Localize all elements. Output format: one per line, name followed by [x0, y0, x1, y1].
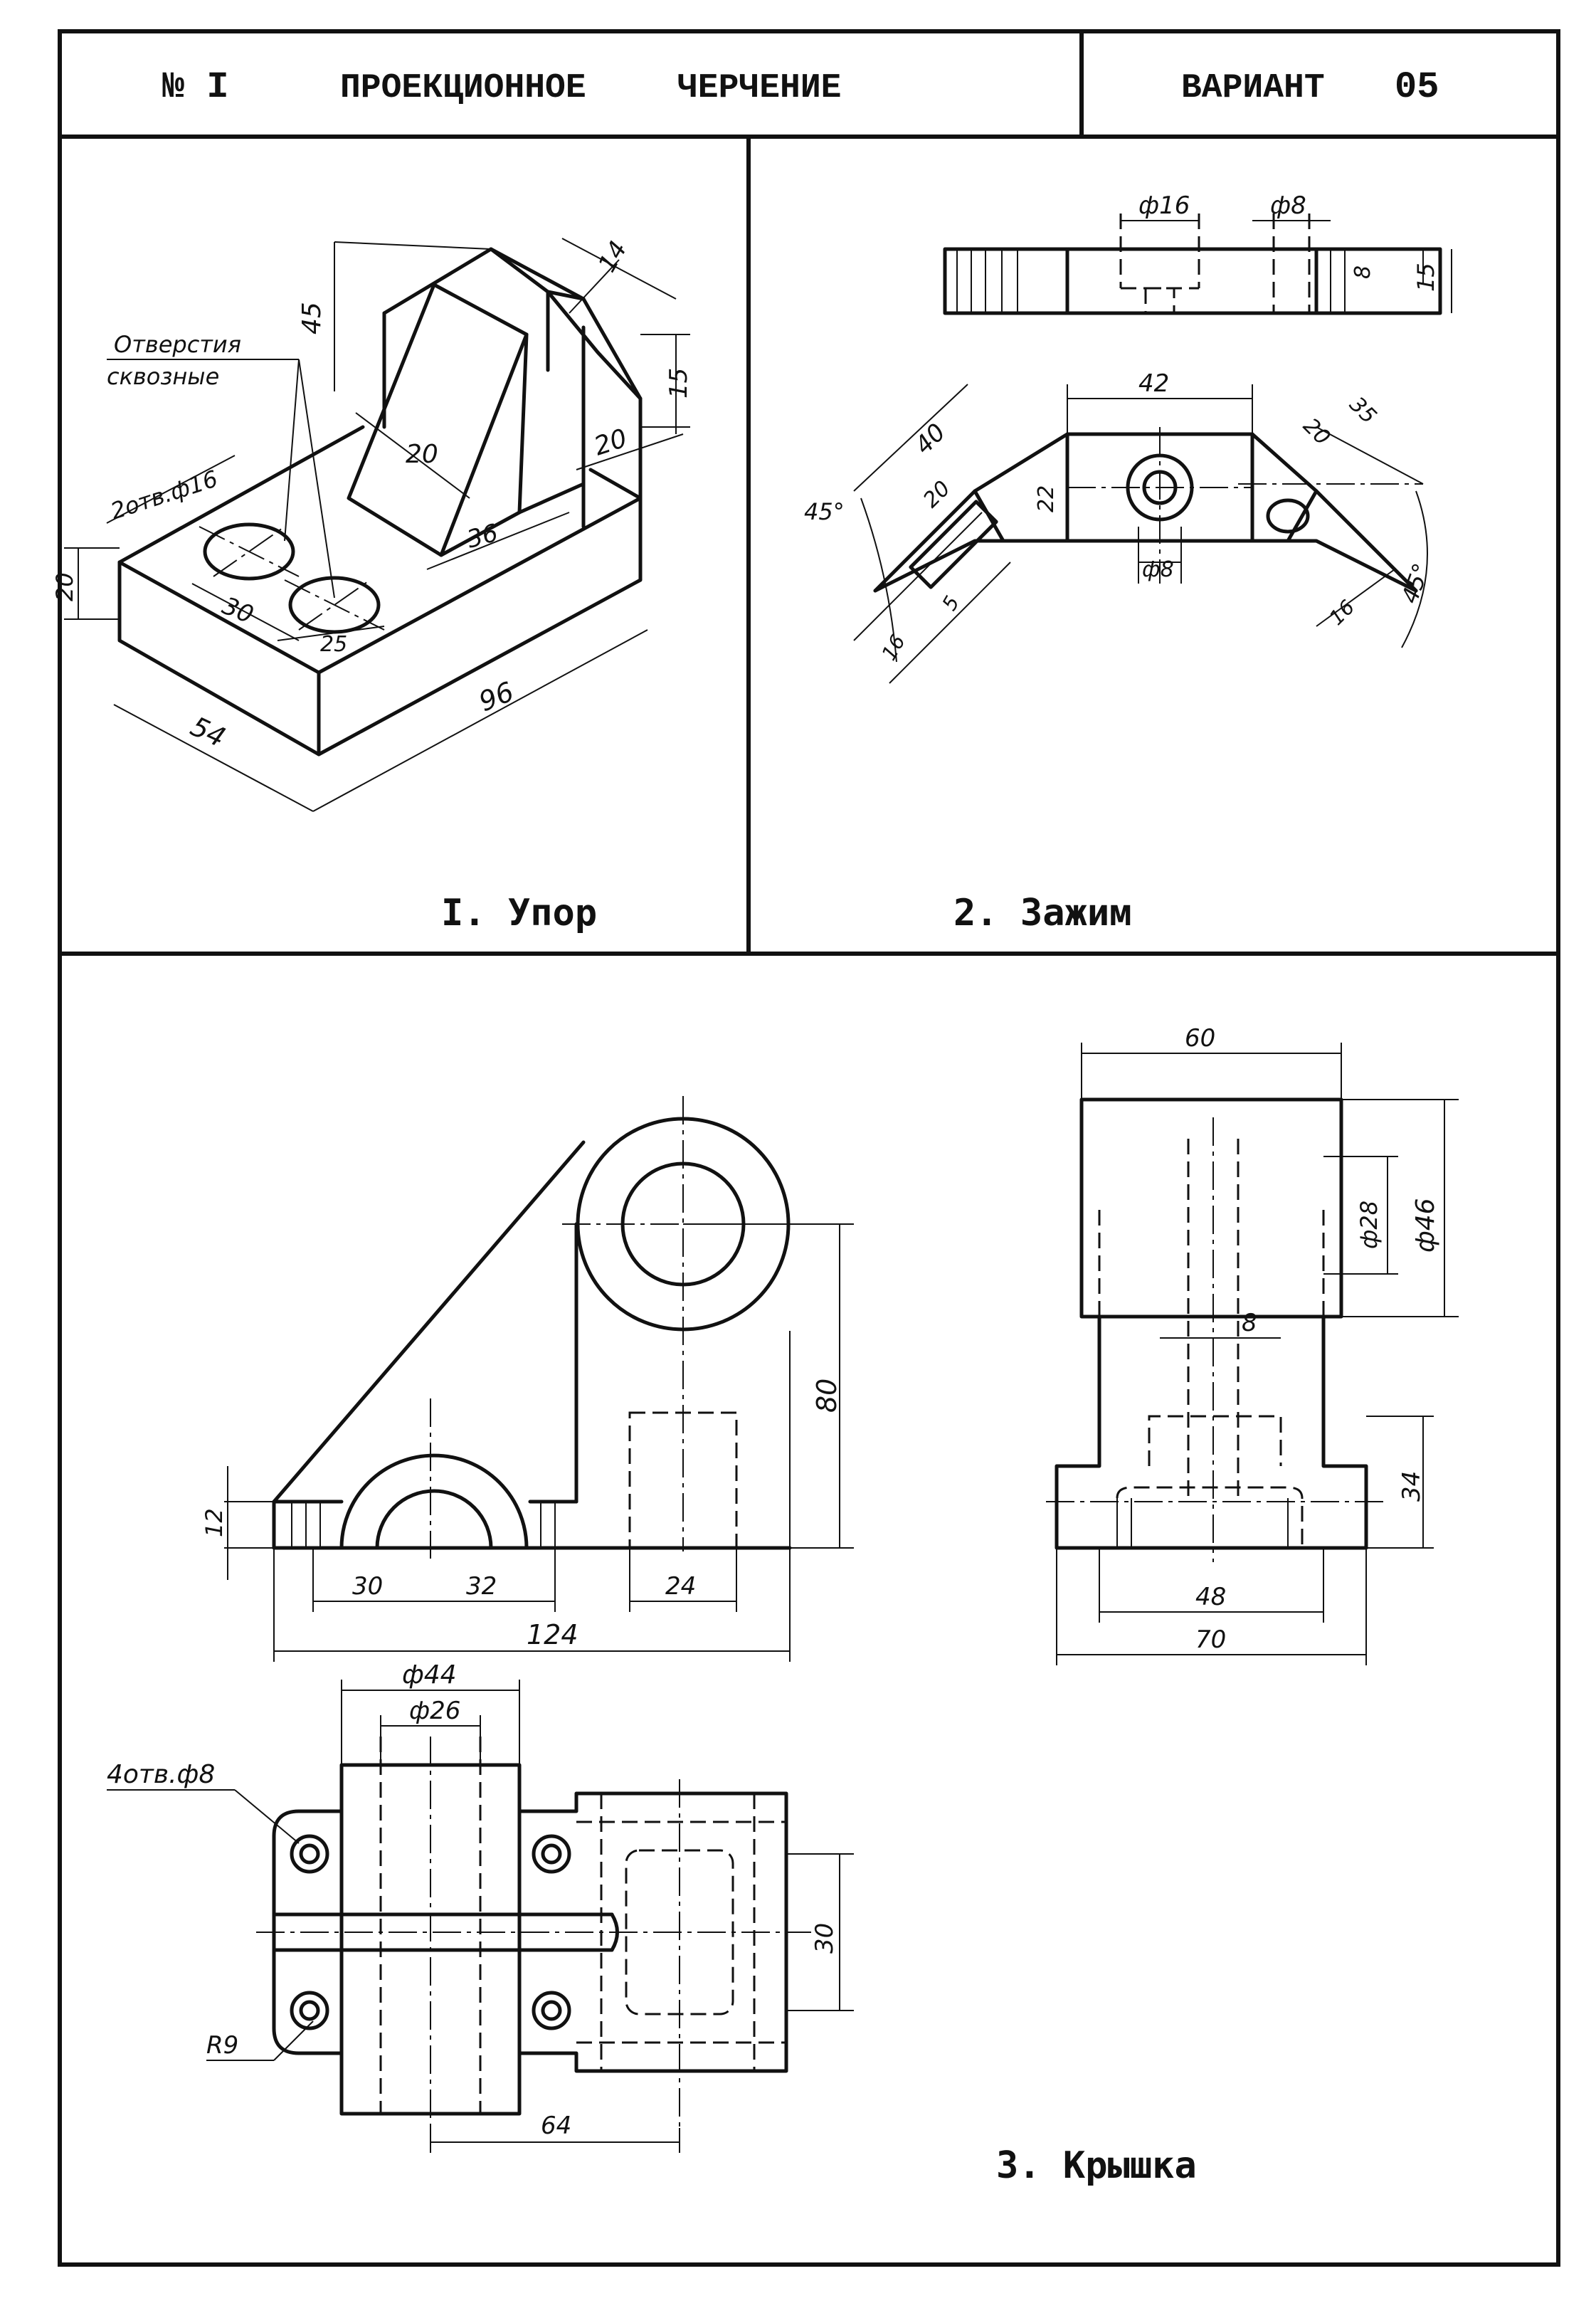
part3-dim-32: 32 — [466, 1572, 497, 1601]
part2-caption: 2. Зажим — [953, 892, 1131, 934]
part2-dim-42: 42 — [1138, 369, 1169, 398]
part1-dim-20-a: 20 — [406, 440, 438, 469]
part1-dim-45: 45 — [297, 302, 327, 334]
part3-dim-60: 60 — [1185, 1024, 1215, 1053]
part3-holes-label: 4отв.ф8 — [107, 1760, 215, 1789]
variant-label: ВАРИАНТ — [1181, 69, 1325, 107]
variant-value: 05 — [1395, 66, 1439, 108]
part1-note-line1: Отверстия — [114, 331, 241, 358]
part2-top-dim-15: 15 — [1412, 263, 1439, 292]
part3-dim-30: 30 — [352, 1572, 383, 1601]
part1-note-line2: сквозные — [107, 363, 219, 390]
title-word-1: ПРОЕКЦИОННОЕ — [340, 69, 586, 107]
part3-dim-12: 12 — [201, 1508, 228, 1537]
title-word-2: ЧЕРЧЕНИЕ — [677, 69, 841, 107]
part2-top-dim-d8: ф8 — [1270, 191, 1306, 220]
part3-dim-70: 70 — [1195, 1625, 1226, 1654]
part2-dim-22: 22 — [1034, 485, 1059, 512]
part3-dim-80: 80 — [811, 1379, 842, 1413]
part2-top-dim-8: 8 — [1351, 265, 1375, 279]
part2-dim-45deg-left: 45° — [804, 498, 845, 525]
part3-dim-d28: ф28 — [1355, 1201, 1383, 1249]
part1-dim-25: 25 — [320, 632, 347, 657]
part1-caption: I. Упор — [441, 892, 597, 934]
part3-dim-124: 124 — [527, 1619, 578, 1650]
part3-dim-34: 34 — [1397, 1471, 1426, 1502]
part3-dim-30-plan: 30 — [810, 1923, 839, 1954]
part3-plan-view: ф44 ф26 30 64 R9 4отв.ф8 — [107, 1660, 854, 2153]
part2-front-view: 42 40 20 22 45° 5 16 ф8 20 35 16 45° — [804, 369, 1435, 684]
part1-isometric-view — [64, 238, 690, 812]
part3-dim-64: 64 — [541, 2112, 571, 2140]
part3-dim-d46: ф46 — [1411, 1198, 1440, 1253]
part3-dim-r9: R9 — [206, 2031, 238, 2060]
part3-dim-d44: ф44 — [402, 1660, 457, 1690]
part1-dim-15: 15 — [665, 368, 693, 399]
part3-dim-48: 48 — [1195, 1583, 1226, 1611]
hole-ellipse-2 — [288, 576, 381, 634]
part3-side-view: 60 ф28 ф46 8 34 48 70 — [1046, 1024, 1459, 1665]
part3-caption: 3. Крышка — [996, 2144, 1197, 2187]
sheet-frame — [58, 29, 1560, 2267]
part2-top-dim-d16: ф16 — [1138, 191, 1190, 220]
part1-dim-20-c: 20 — [51, 572, 78, 601]
part3-dim-8: 8 — [1242, 1309, 1257, 1337]
part3-dim-24: 24 — [665, 1572, 696, 1601]
part2-dim-d8: ф8 — [1142, 557, 1174, 582]
part3-front-view: 80 12 30 32 24 124 — [201, 1096, 854, 1662]
title-block: № I ПРОЕКЦИОННОЕ ЧЕРЧЕНИЕ ВАРИАНТ 05 — [162, 66, 1439, 108]
sheet-number: № I — [162, 66, 229, 108]
part3-dim-d26: ф26 — [409, 1697, 460, 1725]
part2-top-view: ф16 ф8 8 15 — [943, 191, 1452, 315]
hole-ellipse-1 — [203, 522, 295, 581]
